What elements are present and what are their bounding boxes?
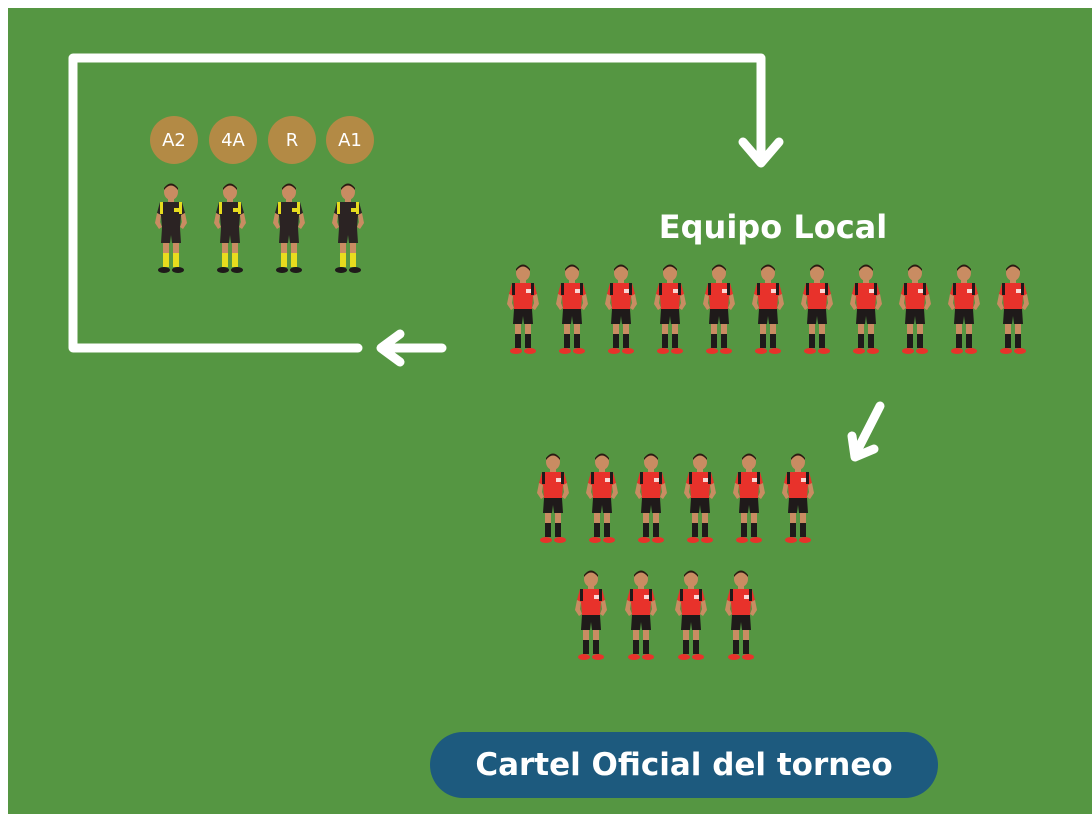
- starter-player-figure: [733, 453, 765, 543]
- team-label: Equipo Local: [658, 208, 888, 246]
- starter-player-figure: [575, 570, 607, 660]
- home-player-figure: [605, 264, 637, 354]
- route-arrowhead-down: [738, 137, 784, 168]
- referee-role-badge: 4A: [209, 116, 257, 164]
- starter-player-figure: [684, 453, 716, 543]
- referee-figure: [273, 183, 305, 273]
- starter-player-figure: [782, 453, 814, 543]
- pitch-background: A2 4A R A1 Equipo Local: [8, 8, 1092, 814]
- referee-role-badge: A2: [150, 116, 198, 164]
- home-player-figure: [850, 264, 882, 354]
- route-line: [68, 53, 766, 353]
- home-player-figure: [997, 264, 1029, 354]
- return-arrowhead-left: [376, 329, 405, 367]
- starter-player-figure: [625, 570, 657, 660]
- home-player-figure: [899, 264, 931, 354]
- starter-player-figure: [675, 570, 707, 660]
- home-player-figure: [703, 264, 735, 354]
- referee-role-badge: R: [268, 116, 316, 164]
- referee-figure: [332, 183, 364, 273]
- home-player-figure: [507, 264, 539, 354]
- home-player-figure: [801, 264, 833, 354]
- starter-player-figure: [725, 570, 757, 660]
- route-diagram: [68, 53, 885, 462]
- referee-role-badge: A1: [326, 116, 374, 164]
- home-player-figure: [752, 264, 784, 354]
- starter-player-figure: [586, 453, 618, 543]
- diagonal-arrow-shaft: [851, 401, 885, 458]
- home-player-figure: [948, 264, 980, 354]
- starter-player-figure: [635, 453, 667, 543]
- referee-figure: [214, 183, 246, 273]
- official-poster-banner: Cartel Oficial del torneo: [430, 732, 938, 798]
- referee-figure: [155, 183, 187, 273]
- starter-player-figure: [537, 453, 569, 543]
- diagonal-arrowhead: [847, 431, 879, 462]
- home-player-figure: [556, 264, 588, 354]
- home-player-figure: [654, 264, 686, 354]
